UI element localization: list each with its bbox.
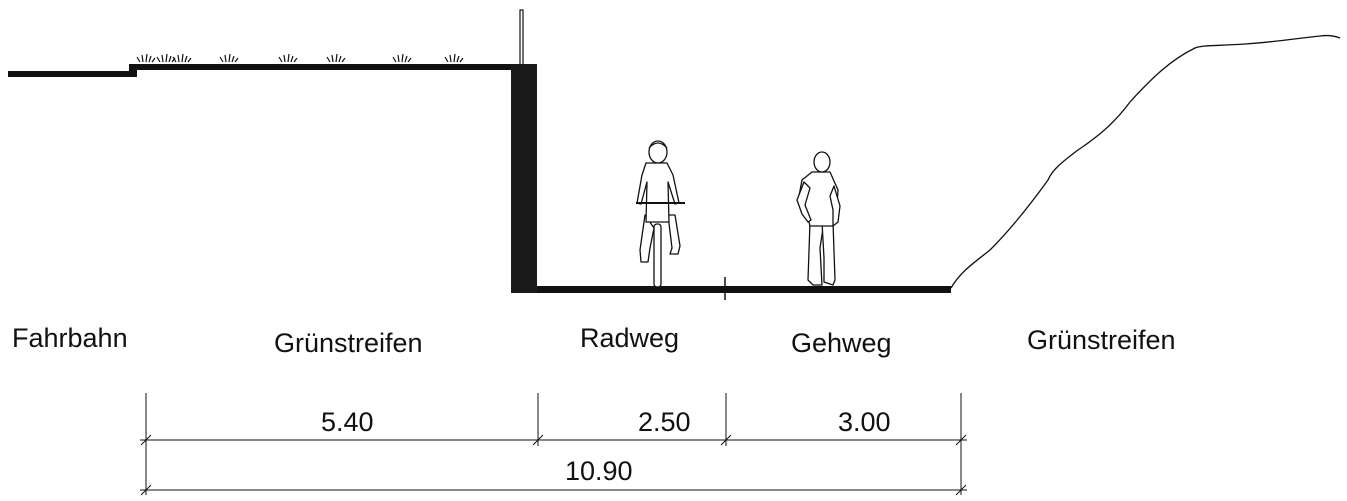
dimension-gruenstreifen: 5.40: [321, 407, 374, 437]
railing-post: [519, 9, 524, 67]
label-gruenstreifen-left: Grünstreifen: [274, 328, 423, 358]
grass-tufts-icon: [136, 53, 464, 63]
label-fahrbahn: Fahrbahn: [12, 323, 128, 353]
pedestrian-icon: [796, 151, 841, 286]
lower-path-surface: [537, 286, 951, 293]
label-gehweg: Gehweg: [791, 328, 892, 358]
retaining-wall: [511, 64, 537, 293]
green-strip-surface: [129, 64, 512, 70]
label-radweg: Radweg: [580, 323, 680, 353]
embankment-slope: [950, 34, 1341, 289]
dimension-lines: [140, 393, 967, 496]
dimension-radweg: 2.50: [638, 407, 691, 437]
dimension-total: 10.90: [565, 456, 633, 486]
cyclist-icon: [636, 140, 685, 288]
label-gruenstreifen-right: Grünstreifen: [1027, 325, 1176, 355]
road-surface: [8, 64, 137, 77]
dimension-gehweg: 3.00: [838, 407, 891, 437]
